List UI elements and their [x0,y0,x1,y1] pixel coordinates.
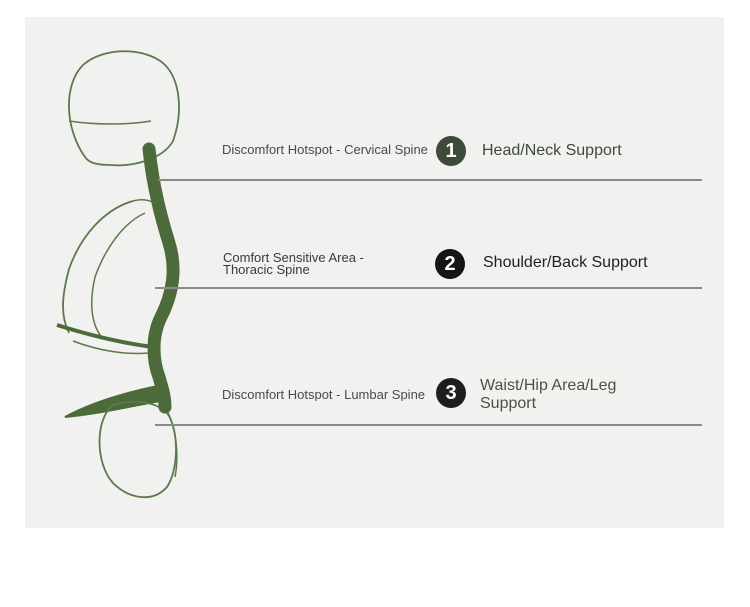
zone-label-thoracic: Comfort Sensitive Area - Thoracic Spine [223,250,364,277]
badge-3: 3 [436,378,466,408]
torso-inner-outline [90,212,146,340]
spine [142,142,180,414]
support-shoulder-back: Shoulder/Back Support [483,254,648,271]
zone-label-lumbar: Discomfort Hotspot - Lumbar Spine [222,389,426,401]
zone-label-cervical: Discomfort Hotspot - Cervical Spine [222,144,428,156]
leg-inner-line [164,406,178,478]
divider-line-1 [158,179,702,181]
diagram-panel: Discomfort Hotspot - Cervical Spine 1 He… [25,17,724,528]
pelvis-band [64,385,165,418]
head-inner-line [68,120,152,125]
hip-outline [98,400,177,499]
support-head-neck: Head/Neck Support [482,142,622,159]
waist-outline [72,340,150,355]
badge-2: 2 [435,249,465,279]
arm-band [56,323,154,349]
torso-outer-outline [62,200,134,334]
divider-line-3 [155,424,702,426]
support-waist-hip-leg: Waist/Hip Area/Leg Support [480,377,617,412]
divider-line-2 [155,287,702,289]
badge-1: 1 [436,136,466,166]
head-outline [68,50,180,167]
body-figure [56,50,180,499]
